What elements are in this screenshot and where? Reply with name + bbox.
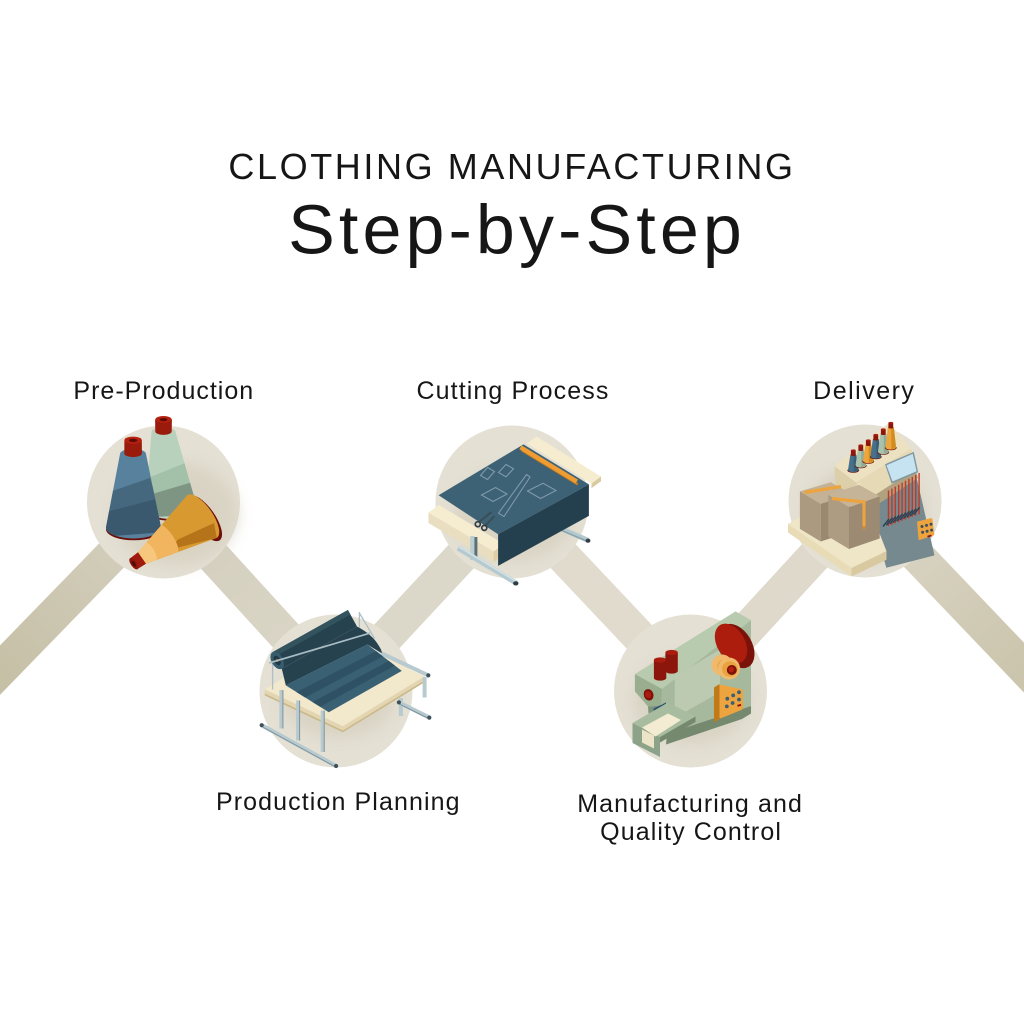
svg-text:Step-by-Step: Step-by-Step <box>288 191 746 269</box>
svg-text:Quality Control: Quality Control <box>600 818 782 846</box>
svg-text:Cutting Process: Cutting Process <box>417 377 610 405</box>
svg-text:Delivery: Delivery <box>813 377 915 405</box>
svg-text:CLOTHING MANUFACTURING: CLOTHING MANUFACTURING <box>228 146 795 187</box>
svg-text:Manufacturing and: Manufacturing and <box>577 790 803 818</box>
svg-text:Pre-Production: Pre-Production <box>73 377 254 405</box>
svg-text:Production Planning: Production Planning <box>216 788 461 816</box>
